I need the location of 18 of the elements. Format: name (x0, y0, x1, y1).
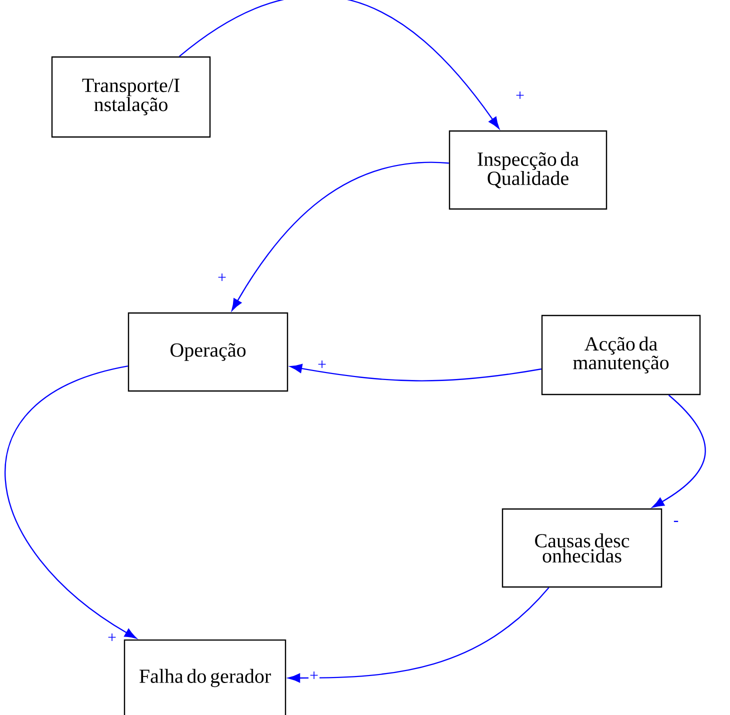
edge-label: + (514, 90, 526, 102)
process-box: Transporte/I nstalação (51, 56, 211, 138)
arrow (652, 394, 706, 508)
process-box: Acção da manutenção (541, 314, 701, 396)
edge-label: + (316, 359, 328, 371)
arrow (232, 162, 449, 311)
process-box: Operação (128, 312, 288, 392)
edge-label: + (308, 670, 320, 682)
edge-label: - (672, 520, 680, 526)
arrow (288, 587, 550, 683)
process-box: Falha do gerador (124, 639, 286, 715)
edge-label: + (106, 632, 118, 644)
edge-label: + (216, 272, 228, 284)
arrow (4, 366, 137, 639)
process-box: Causas desc onhecidas (502, 508, 662, 588)
arrow (178, 0, 500, 129)
arrow (290, 364, 542, 382)
process-box: Inspecção da Qualidade (448, 130, 608, 210)
